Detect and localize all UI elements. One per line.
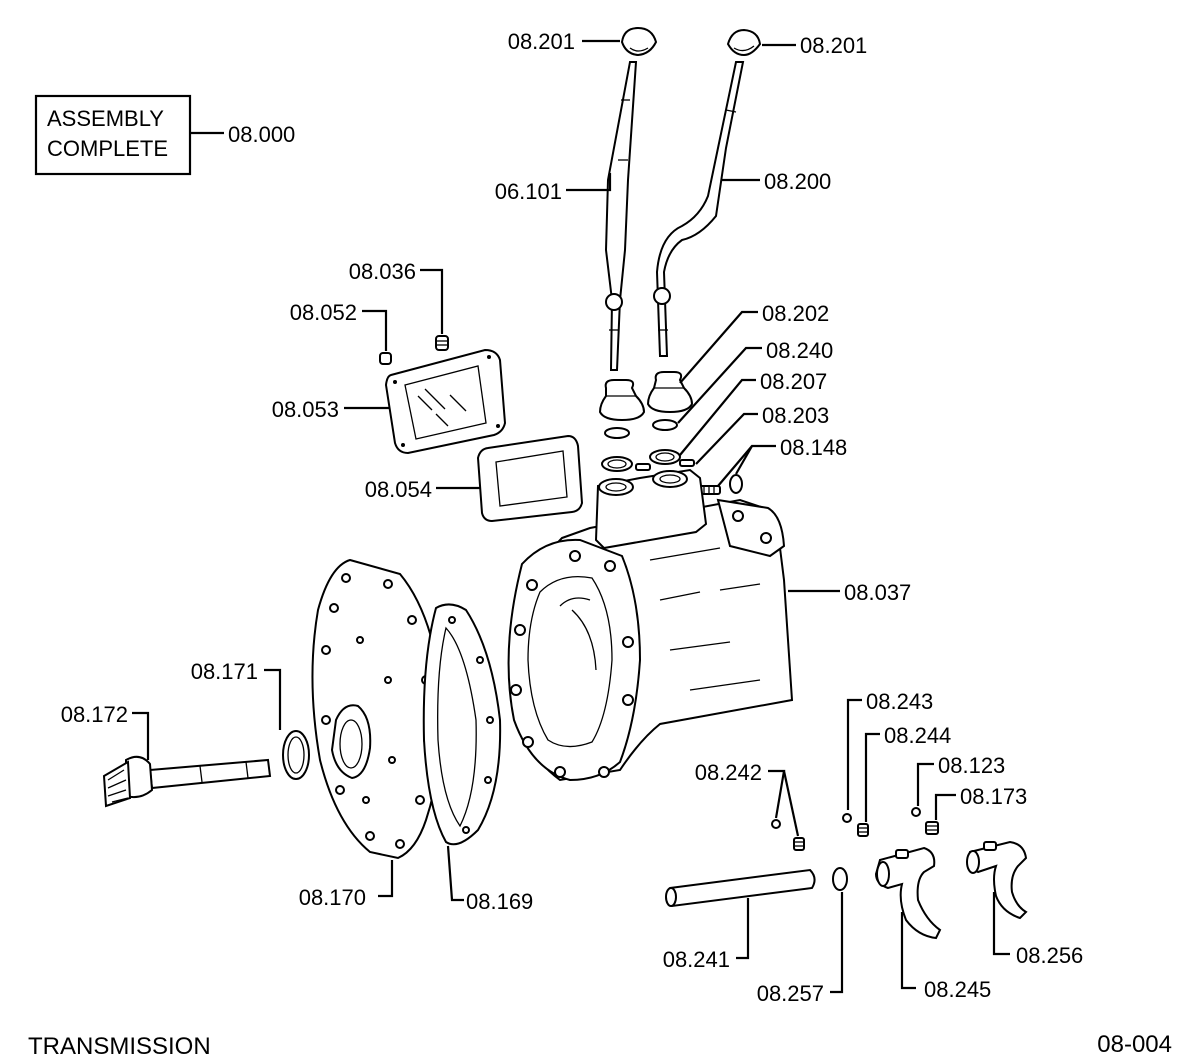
label-08-037: 08.037 <box>844 580 911 605</box>
label-08-245: 08.245 <box>924 977 991 1002</box>
housing-gasket-part <box>422 603 502 846</box>
shift-fork-256-part <box>966 840 1028 920</box>
label-08-240: 08.240 <box>766 338 833 363</box>
seal-ring-171-part <box>282 730 310 780</box>
screw-08-052-part <box>379 352 392 365</box>
transmission-housing-part <box>507 468 794 782</box>
pins-242-part <box>771 819 805 851</box>
knob-left-part <box>620 26 658 57</box>
label-knob-right: 08.201 <box>800 33 867 58</box>
label-08-207: 08.207 <box>760 369 827 394</box>
ring-207-right <box>649 449 681 465</box>
label-08-169: 08.169 <box>466 889 533 914</box>
end-cover-part <box>311 558 443 860</box>
rubber-boot-left-part <box>598 379 646 422</box>
label-08-241: 08.241 <box>663 947 730 972</box>
label-08-148: 08.148 <box>780 435 847 460</box>
assembly-box-line1: ASSEMBLY <box>47 106 164 131</box>
label-08-036: 08.036 <box>349 259 416 284</box>
inspection-cover-part <box>384 348 507 455</box>
label-08-244: 08.244 <box>884 723 951 748</box>
bolt-148-part <box>697 474 743 495</box>
label-08-123: 08.123 <box>938 753 1005 778</box>
label-08-172: 08.172 <box>61 702 128 727</box>
footer-page-code: 08-004 <box>1097 1031 1172 1058</box>
assembly-complete-box: ASSEMBLY COMPLETE 08.000 <box>34 94 295 176</box>
label-08-000: 08.000 <box>228 122 295 147</box>
knob-right-part <box>726 28 762 57</box>
label-lever-left: 06.101 <box>495 179 562 204</box>
label-08-256: 08.256 <box>1016 943 1083 968</box>
pin-203-right <box>679 459 695 467</box>
label-08-053: 08.053 <box>272 397 339 422</box>
footer-title: TRANSMISSION <box>28 1033 211 1060</box>
cover-gasket-part <box>476 434 584 523</box>
spring-173-part <box>925 821 939 835</box>
screw-08-036-part <box>435 335 449 351</box>
label-08-171: 08.171 <box>191 659 258 684</box>
label-knob-left: 08.201 <box>508 29 575 54</box>
label-08-170: 08.170 <box>299 885 366 910</box>
label-08-257: 08.257 <box>757 981 824 1006</box>
lever-left-part <box>604 61 638 371</box>
ball-243-part <box>842 813 852 823</box>
shift-fork-245-part <box>874 846 942 940</box>
input-shaft-part <box>102 755 272 808</box>
lever-right-part <box>653 61 745 357</box>
spring-244-part <box>857 823 869 837</box>
ring-207-left <box>601 456 633 472</box>
ball-123-part <box>911 807 921 817</box>
shift-rod-part <box>665 868 816 908</box>
pin-203-left <box>635 463 651 471</box>
label-08-243: 08.243 <box>866 689 933 714</box>
assembly-box-line2: COMPLETE <box>47 136 168 161</box>
label-08-202: 08.202 <box>762 301 829 326</box>
label-08-173: 08.173 <box>960 784 1027 809</box>
label-08-052: 08.052 <box>290 300 357 325</box>
label-08-242: 08.242 <box>695 760 762 785</box>
ring-240-right <box>652 419 678 431</box>
label-08-054: 08.054 <box>365 477 432 502</box>
ring-257-part <box>832 867 848 891</box>
ring-240-left <box>604 427 630 439</box>
label-lever-right: 08.200 <box>764 169 831 194</box>
label-08-203: 08.203 <box>762 403 829 428</box>
